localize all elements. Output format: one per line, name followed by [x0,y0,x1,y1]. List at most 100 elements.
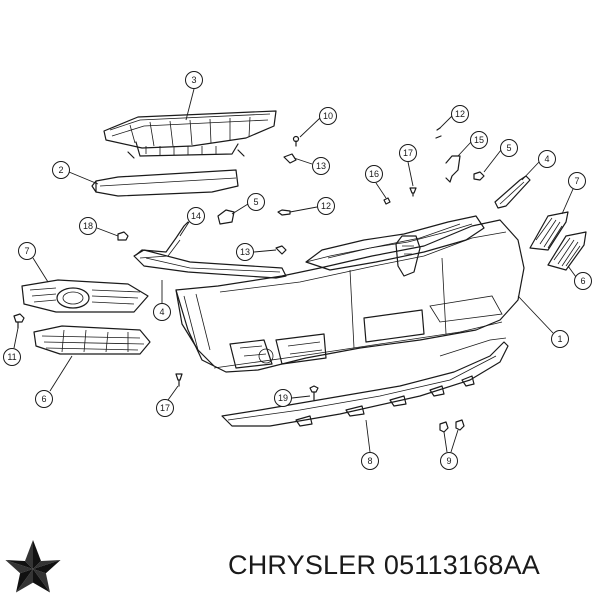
callout-c13a: 13 [312,157,330,175]
callout-c9: 9 [440,452,458,470]
callout-number: 12 [455,109,465,119]
callout-c19: 19 [274,389,292,407]
callout-number: 17 [403,148,413,158]
screw-17-upper [409,187,417,197]
callout-c17b: 17 [156,399,174,417]
part-3-grille-reinforcement [103,110,277,159]
part-8-lower-valance [221,337,509,427]
fastener-12-upper [435,127,442,139]
callout-number: 14 [191,211,201,221]
callout-c7b: 7 [18,242,36,260]
callout-circle [319,107,337,125]
callout-number: 6 [580,276,585,286]
callout-c5b: 5 [247,193,265,211]
callout-number: 10 [323,111,333,121]
part-6-left-lower-grille [33,325,151,355]
callout-circle [236,243,254,261]
callout-c12b: 12 [317,197,335,215]
screw-17-lower [175,373,183,387]
callout-circle [317,197,335,215]
brand-name: CHRYSLER [228,550,377,580]
fastener-13-upper [283,153,297,164]
callout-circle [156,399,174,417]
leader-lines [13,88,577,453]
callout-c4a: 4 [538,150,556,168]
part-14-bracket [135,221,189,259]
callout-c15: 15 [470,131,488,149]
callout-number: 9 [446,456,451,466]
callout-circle [551,330,569,348]
callout-c6a: 6 [574,272,592,290]
callout-c6b: 6 [35,390,53,408]
callout-c7a: 7 [568,172,586,190]
callout-number: 6 [41,394,46,404]
part-4-left-trim-strip [133,249,287,279]
part-7-right-fog-grille [529,211,569,251]
part-6-right-lower-grille [547,231,587,271]
part-2-reinforcement-bar [91,169,239,197]
callout-c14: 14 [187,207,205,225]
callout-c3a: 3 [185,71,203,89]
callout-circle [538,150,556,168]
bolt-19 [309,385,319,401]
callout-circle [574,272,592,290]
callout-number: 13 [316,161,326,171]
callout-circle [187,207,205,225]
callout-c13b: 13 [236,243,254,261]
pentastar-icon [5,540,61,593]
callout-c1: 1 [551,330,569,348]
callout-number: 3 [191,75,196,85]
callout-circle [500,139,518,157]
callout-circle [35,390,53,408]
callout-number: 17 [160,403,170,413]
callout-number: 11 [7,352,16,362]
bracket-15 [445,155,461,183]
callout-circle [274,389,292,407]
callout-number: 7 [574,176,579,186]
clip-5-lower [217,209,235,225]
part-caption: CHRYSLER 05113168AA [228,550,593,590]
part-1-bumper-fascia [175,215,525,373]
callout-number: 19 [278,393,288,403]
callout-circle [451,105,469,123]
callout-c18: 18 [79,217,97,235]
callout-circle [470,131,488,149]
callout-c5a: 5 [500,139,518,157]
callout-c8: 8 [361,452,379,470]
callout-c11: 11 [3,348,21,366]
callout-number: 16 [369,169,379,179]
callout-circle [399,144,417,162]
callout-circle [361,452,379,470]
clip-13-lower [275,245,287,255]
callout-circle [153,303,171,321]
callout-number: 4 [544,154,549,164]
part-4-right-bezel [494,175,531,209]
callout-circle [185,71,203,89]
callout-number: 13 [240,247,250,257]
callout-number: 4 [159,307,164,317]
callout-c4b: 4 [153,303,171,321]
part-number: 05113168AA [383,550,541,580]
clip-5-upper [473,171,485,181]
callout-number: 5 [506,143,511,153]
screw-12-lower [277,209,291,216]
callout-circle [440,452,458,470]
callout-circle [18,242,36,260]
callout-circle [3,348,21,366]
callout-c2: 2 [52,161,70,179]
callout-number: 5 [253,197,258,207]
part-7-left-fog-bezel [21,279,149,313]
fastener-10 [292,135,300,147]
callout-number: 12 [321,201,331,211]
clip-16 [383,197,391,205]
callout-circle [52,161,70,179]
callout-number: 18 [83,221,93,231]
callout-circle [247,193,265,211]
callout-circle [312,157,330,175]
clip-11 [13,313,25,329]
callout-number: 2 [58,165,63,175]
clips-9 [439,419,465,433]
callout-number: 15 [474,135,484,145]
